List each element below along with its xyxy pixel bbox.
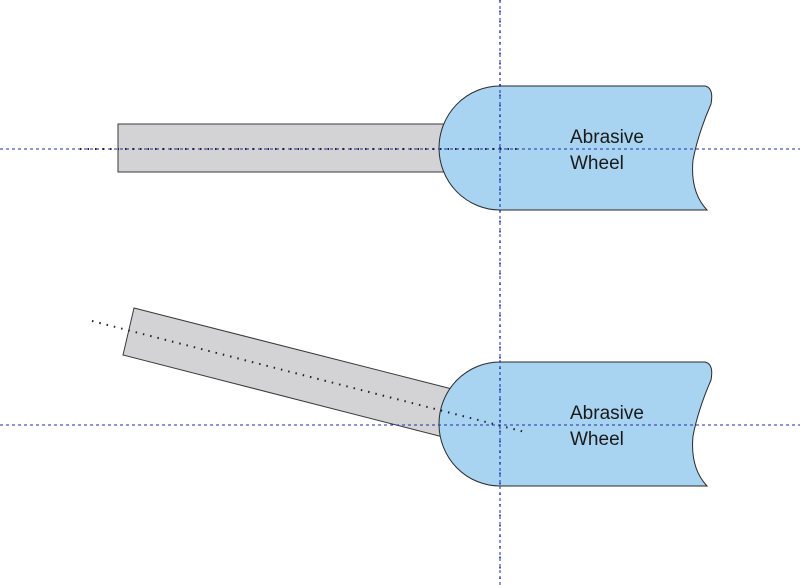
top-panel: Abrasive Wheel	[0, 85, 800, 211]
bottom-workpiece-bar	[122, 307, 461, 439]
bottom-wheel-label-line2: Wheel	[570, 429, 624, 450]
bottom-abrasive-wheel	[438, 361, 713, 487]
top-wheel-label-line1: Abrasive	[570, 127, 644, 148]
bottom-panel: Abrasive Wheel	[0, 307, 800, 487]
top-wheel-label-line2: Wheel	[570, 153, 624, 174]
top-abrasive-wheel	[438, 85, 713, 211]
bottom-wheel-label-line1: Abrasive	[570, 403, 644, 424]
top-workpiece-bar	[117, 123, 459, 173]
